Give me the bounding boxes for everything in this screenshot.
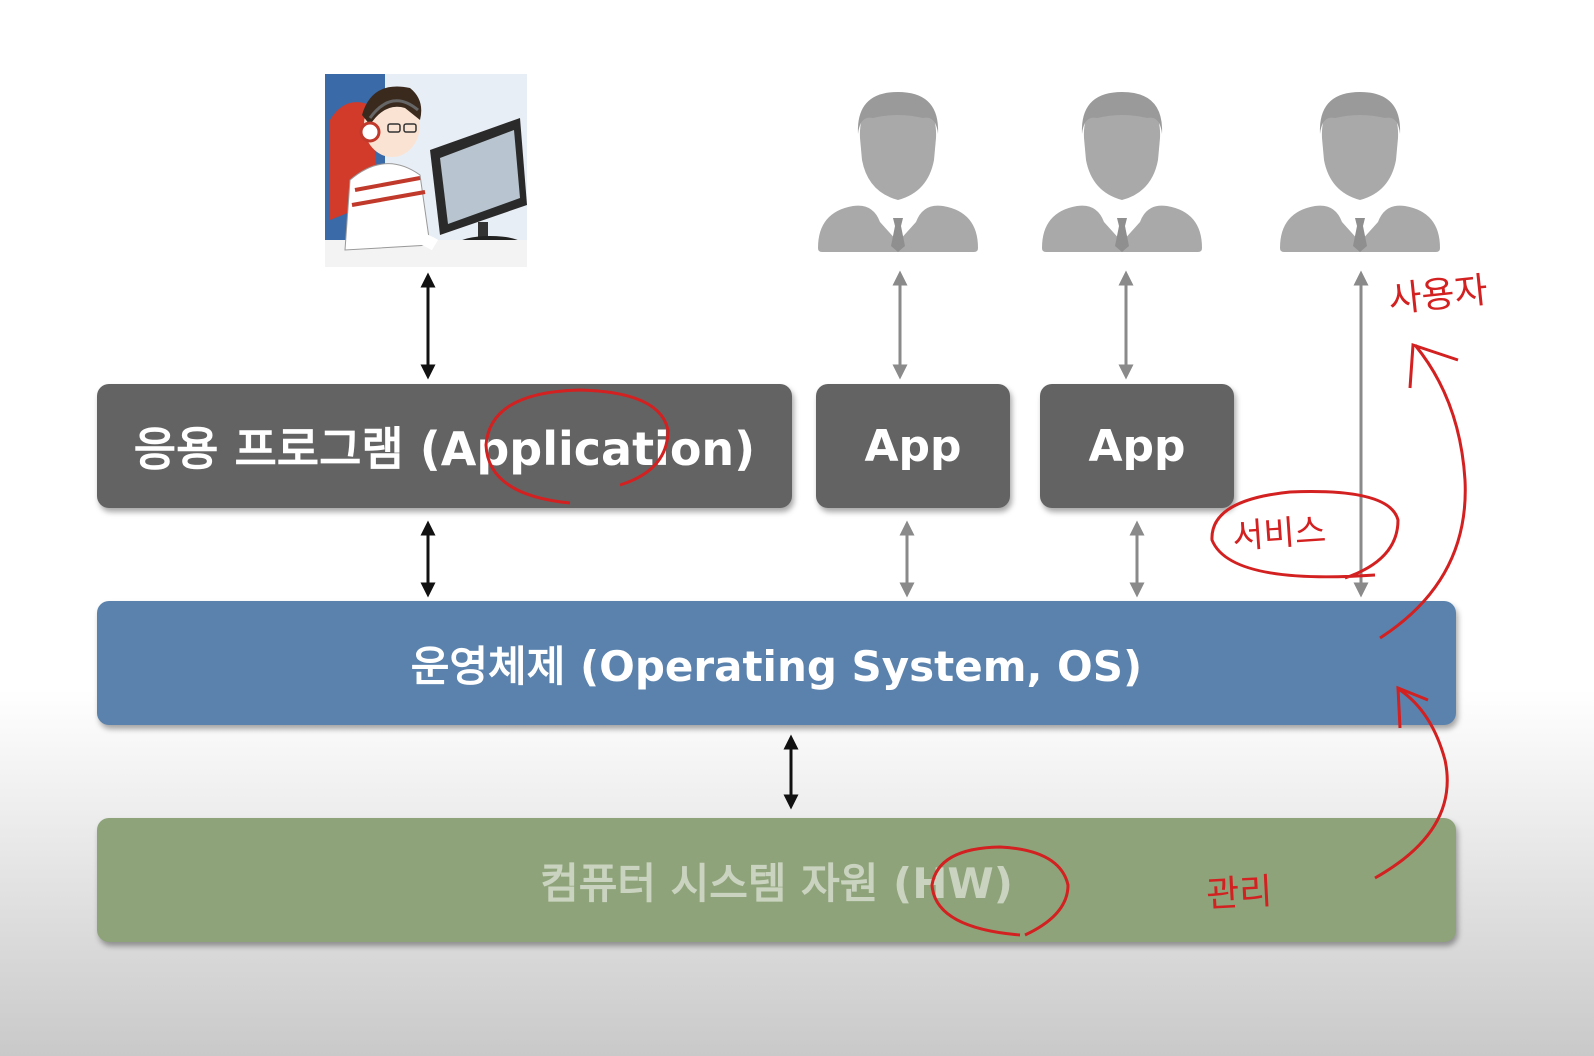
annotation-user: 사용자 [1386,269,1490,322]
app-box-label-2: App [1088,420,1186,472]
app-box-1: App [816,384,1010,508]
user-icon-1 [818,92,978,252]
os-bar: 운영체제 (Operating System, OS) [97,601,1456,725]
app-box-2: App [1040,384,1234,508]
user-icon-3 [1280,92,1440,252]
app-box-label-1: App [864,420,962,472]
annotation-arrow-service [1379,342,1467,640]
annotation-manage: 관리 [1205,871,1274,916]
hw-label: 컴퓨터 시스템 자원 (HW) [540,858,1013,908]
user-icon-2 [1042,92,1202,252]
application-box: 응용 프로그램 (Application) [97,384,792,508]
os-label: 운영체제 (Operating System, OS) [410,641,1143,691]
application-label: 응용 프로그램 (Application) [133,422,756,476]
annotation-service: 서비스 [1230,510,1328,558]
